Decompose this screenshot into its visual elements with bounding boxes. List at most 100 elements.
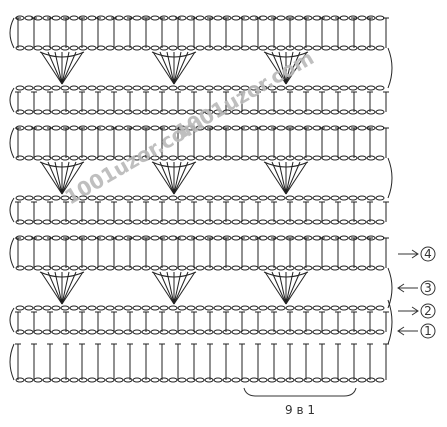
chain-stitch: [276, 45, 286, 51]
chain-stitch: [96, 195, 106, 201]
chain-stitch: [168, 265, 178, 271]
chain-stitch: [222, 265, 232, 271]
chain-stitch: [357, 195, 367, 201]
chain-stitch: [87, 109, 97, 115]
chain-stitch: [159, 109, 169, 115]
repeat-label: 9 в 1: [285, 403, 315, 417]
chain-stitch: [33, 155, 43, 161]
chain-stitch: [276, 305, 286, 311]
chain-stitch: [258, 155, 268, 161]
chain-stitch: [96, 265, 106, 271]
chain-stitch: [222, 219, 232, 225]
chain-stitch: [375, 15, 385, 21]
chain-stitch: [159, 219, 169, 225]
chain-stitch: [69, 329, 79, 335]
chain-stitch: [51, 329, 61, 335]
chain-stitch: [51, 85, 61, 91]
chain-stitch: [60, 155, 70, 161]
fan-stitch: [285, 161, 294, 195]
chain-stitch: [24, 305, 34, 311]
chain-stitch: [330, 109, 340, 115]
chain-stitch: [276, 329, 286, 335]
chain-stitch: [42, 109, 52, 115]
fan-stitch: [173, 161, 182, 195]
chain-stitch: [87, 377, 97, 383]
fan-stitch: [47, 51, 63, 85]
chain-stitch: [24, 195, 34, 201]
chain-stitch: [168, 195, 178, 201]
turning-chain-right: [387, 47, 393, 89]
chain-stitch: [213, 377, 223, 383]
chain-stitch: [213, 329, 223, 335]
chain-stitch: [276, 155, 286, 161]
chain-stitch: [321, 219, 331, 225]
fan-stitch: [285, 271, 294, 305]
chain-stitch: [303, 265, 313, 271]
chain-stitch: [132, 377, 142, 383]
chain-stitch: [294, 155, 304, 161]
chain-stitch: [267, 85, 277, 91]
chain-stitch: [42, 305, 52, 311]
chain-stitch: [186, 305, 196, 311]
chain-stitch: [231, 85, 241, 91]
chain-stitch: [303, 195, 313, 201]
fan-stitch: [173, 51, 182, 85]
fan-stitch: [54, 51, 63, 85]
chain-stitch: [159, 305, 169, 311]
chain-stitch: [240, 195, 250, 201]
chain-stitch: [330, 329, 340, 335]
chain-stitch: [285, 45, 295, 51]
chain-stitch: [204, 305, 214, 311]
chain-stitch: [375, 109, 385, 115]
chain-stitch: [132, 195, 142, 201]
chain-stitch: [294, 109, 304, 115]
chain-stitch: [258, 329, 268, 335]
chain-stitch: [357, 329, 367, 335]
chain-stitch: [249, 305, 259, 311]
chain-stitch: [258, 195, 268, 201]
chain-stitch: [195, 155, 205, 161]
chain-stitch: [114, 219, 124, 225]
chain-stitch: [33, 377, 43, 383]
chain-stitch: [150, 219, 160, 225]
chain-stitch: [330, 85, 340, 91]
turning-chain-left: [9, 343, 15, 381]
chain-stitch: [330, 195, 340, 201]
chain-stitch: [240, 109, 250, 115]
chain-stitch: [150, 109, 160, 115]
chain-stitch: [105, 377, 115, 383]
chain-stitch: [132, 15, 142, 21]
chain-stitch: [375, 195, 385, 201]
chain-stitch: [186, 109, 196, 115]
chain-stitch: [222, 377, 232, 383]
chain-stitch: [366, 45, 376, 51]
chain-stitch: [42, 155, 52, 161]
chain-stitch: [186, 195, 196, 201]
chain-stitch: [69, 195, 79, 201]
chain-stitch: [186, 377, 196, 383]
chain-stitch: [204, 219, 214, 225]
chain-stitch: [114, 109, 124, 115]
chain-stitch: [78, 305, 88, 311]
chain-stitch: [159, 265, 169, 271]
fan-stitch: [61, 271, 70, 305]
chain-stitch: [195, 45, 205, 51]
chain-stitch: [114, 195, 124, 201]
chain-stitch: [78, 195, 88, 201]
chain-stitch: [96, 155, 106, 161]
fan-stitch: [152, 161, 175, 195]
chain-stitch: [231, 377, 241, 383]
fan-stitch: [47, 271, 63, 305]
chain-stitch: [375, 235, 385, 241]
chain-stitch: [159, 85, 169, 91]
chain-stitch: [33, 305, 43, 311]
chain-stitch: [177, 305, 187, 311]
row-marker-4: 4: [398, 246, 436, 262]
chain-stitch: [348, 85, 358, 91]
chain-stitch: [186, 219, 196, 225]
chain-stitch: [51, 235, 61, 241]
chain-stitch: [267, 109, 277, 115]
chain-stitch: [141, 265, 151, 271]
chain-stitch: [51, 195, 61, 201]
chain-stitch: [168, 219, 178, 225]
